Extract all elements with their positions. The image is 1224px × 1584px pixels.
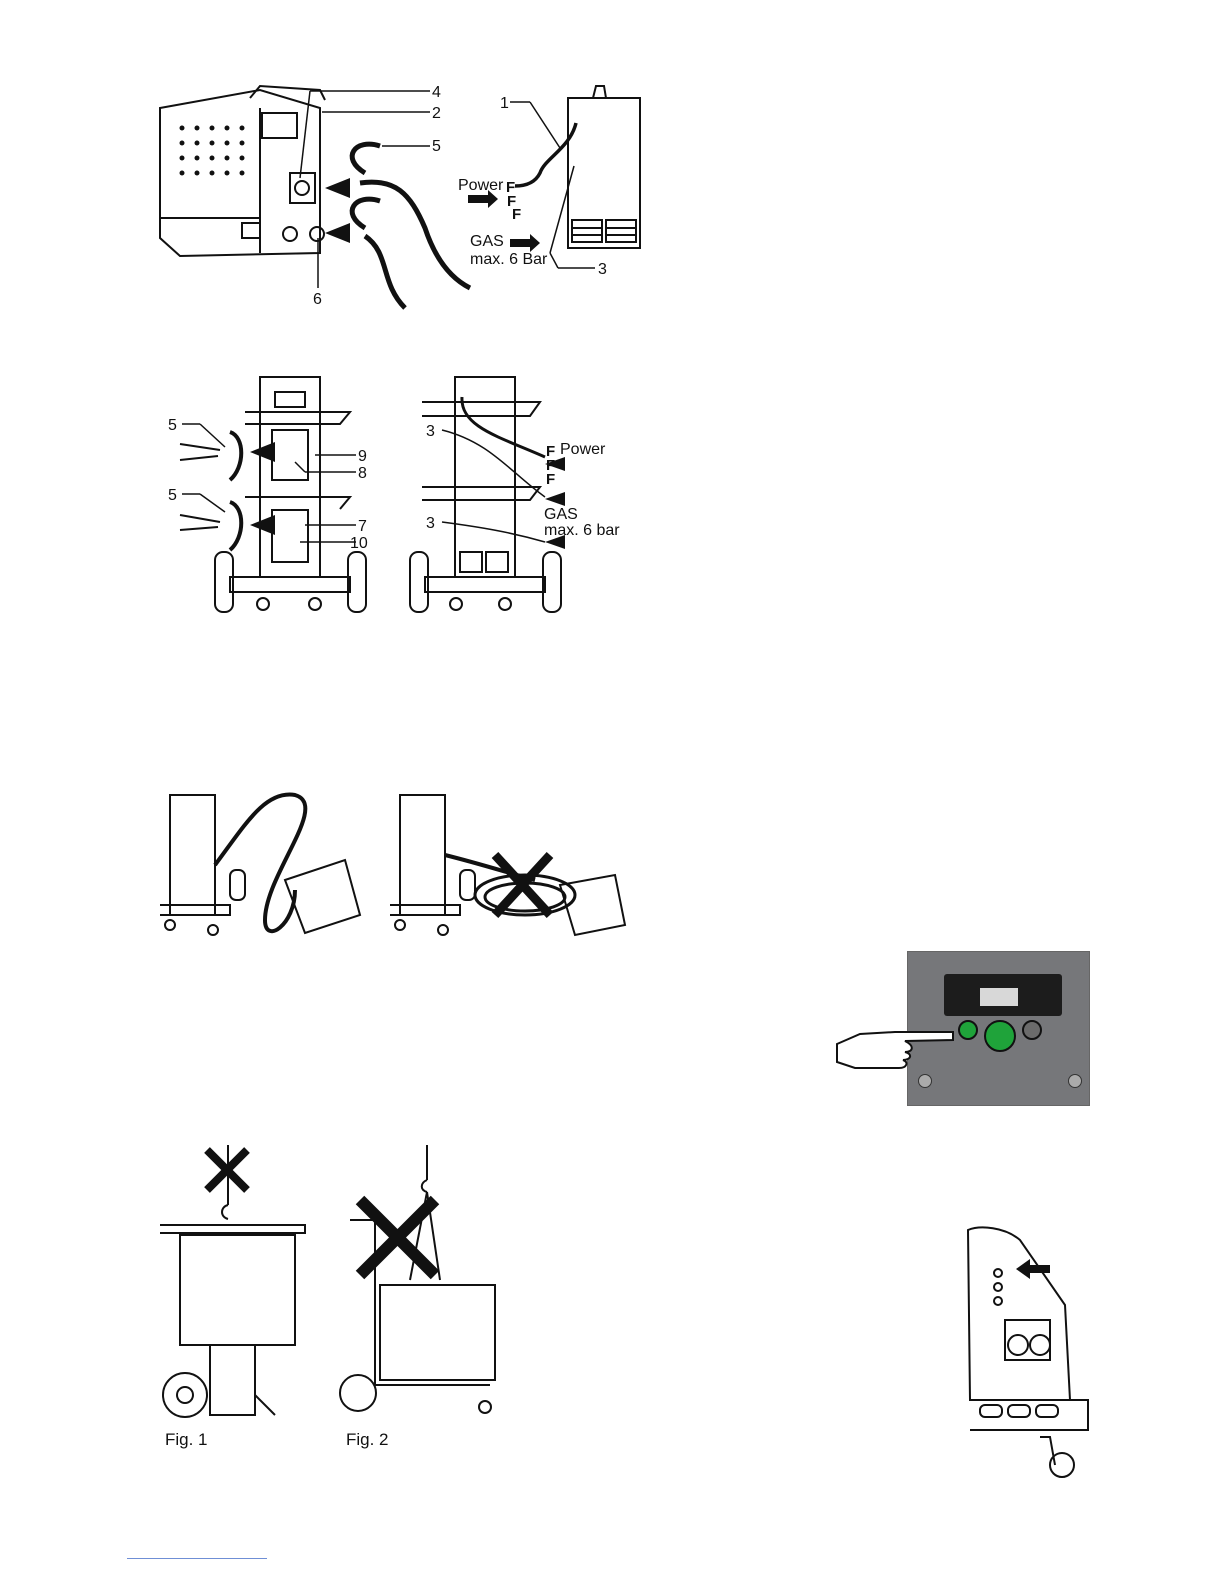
lifting-diagram-fig2 bbox=[340, 1145, 500, 1425]
callout-5: 5 bbox=[432, 138, 441, 155]
callout-3: 3 bbox=[598, 261, 607, 278]
fig2-cross-icon bbox=[360, 1200, 435, 1275]
gas-label: GAS bbox=[470, 233, 504, 250]
trolley-callout-10: 10 bbox=[350, 535, 368, 552]
trolley-gas-pressure: max. 6 bar bbox=[544, 522, 620, 539]
trolley-insert-arrows bbox=[250, 442, 565, 549]
power-label: Power bbox=[458, 177, 504, 194]
fig2-caption: Fig. 2 bbox=[346, 1430, 389, 1450]
machine-vent-holes bbox=[180, 126, 245, 176]
grey-button[interactable] bbox=[1022, 1020, 1042, 1040]
trolley-gas-label: GAS bbox=[544, 506, 578, 523]
trolley-cables bbox=[462, 397, 545, 457]
cable-laying-diagram bbox=[155, 785, 635, 945]
trolley-front-drawing bbox=[215, 377, 366, 612]
lifting-diagram-fig1 bbox=[155, 1145, 305, 1425]
green-button[interactable] bbox=[958, 1020, 978, 1040]
panel-screw-right bbox=[1068, 1074, 1082, 1088]
trolley-callout-3a: 3 bbox=[426, 423, 435, 440]
pointing-hand-icon bbox=[835, 1024, 945, 1072]
gas-pressure-label: max. 6 Bar bbox=[470, 251, 548, 268]
rotation-arrows bbox=[352, 144, 380, 228]
callout-4: 4 bbox=[432, 84, 441, 101]
trolley-phase-3: F bbox=[546, 471, 555, 488]
phase-label-3: F bbox=[512, 206, 521, 223]
connection-diagram-trolley: 5 5 9 8 7 10 3 3 F F F Power GAS max. 6 … bbox=[160, 372, 630, 620]
callout-6: 6 bbox=[313, 291, 322, 308]
trolley-power-label: Power bbox=[560, 441, 606, 458]
power-cable bbox=[515, 123, 576, 186]
cable-laying-correct bbox=[160, 795, 360, 935]
trolley-rear-drawing bbox=[410, 377, 561, 612]
gas-arrow bbox=[510, 234, 540, 252]
insert-arrows bbox=[325, 178, 350, 243]
callout-1: 1 bbox=[500, 95, 509, 112]
display-screen bbox=[980, 988, 1018, 1006]
trolley-callout-5a: 5 bbox=[168, 417, 177, 434]
callout-2: 2 bbox=[432, 105, 441, 122]
connection-diagram-top: 4 2 5 6 1 3 Power F F F GAS max. 6 Bar bbox=[150, 78, 650, 328]
footer-rule bbox=[127, 1558, 267, 1559]
trolley-callout-5b: 5 bbox=[168, 487, 177, 504]
wire-feeder-side-view bbox=[950, 1225, 1088, 1480]
fig1-caption: Fig. 1 bbox=[165, 1430, 208, 1450]
machine-back-view bbox=[568, 86, 640, 248]
trolley-callout-8: 8 bbox=[358, 465, 367, 482]
trolley-callout-7: 7 bbox=[358, 518, 367, 535]
trolley-callout-3b: 3 bbox=[426, 515, 435, 532]
trolley-callout-9: 9 bbox=[358, 448, 367, 465]
panel-screw-left bbox=[918, 1074, 932, 1088]
torch-hands bbox=[180, 432, 241, 550]
main-knob[interactable] bbox=[984, 1020, 1016, 1052]
